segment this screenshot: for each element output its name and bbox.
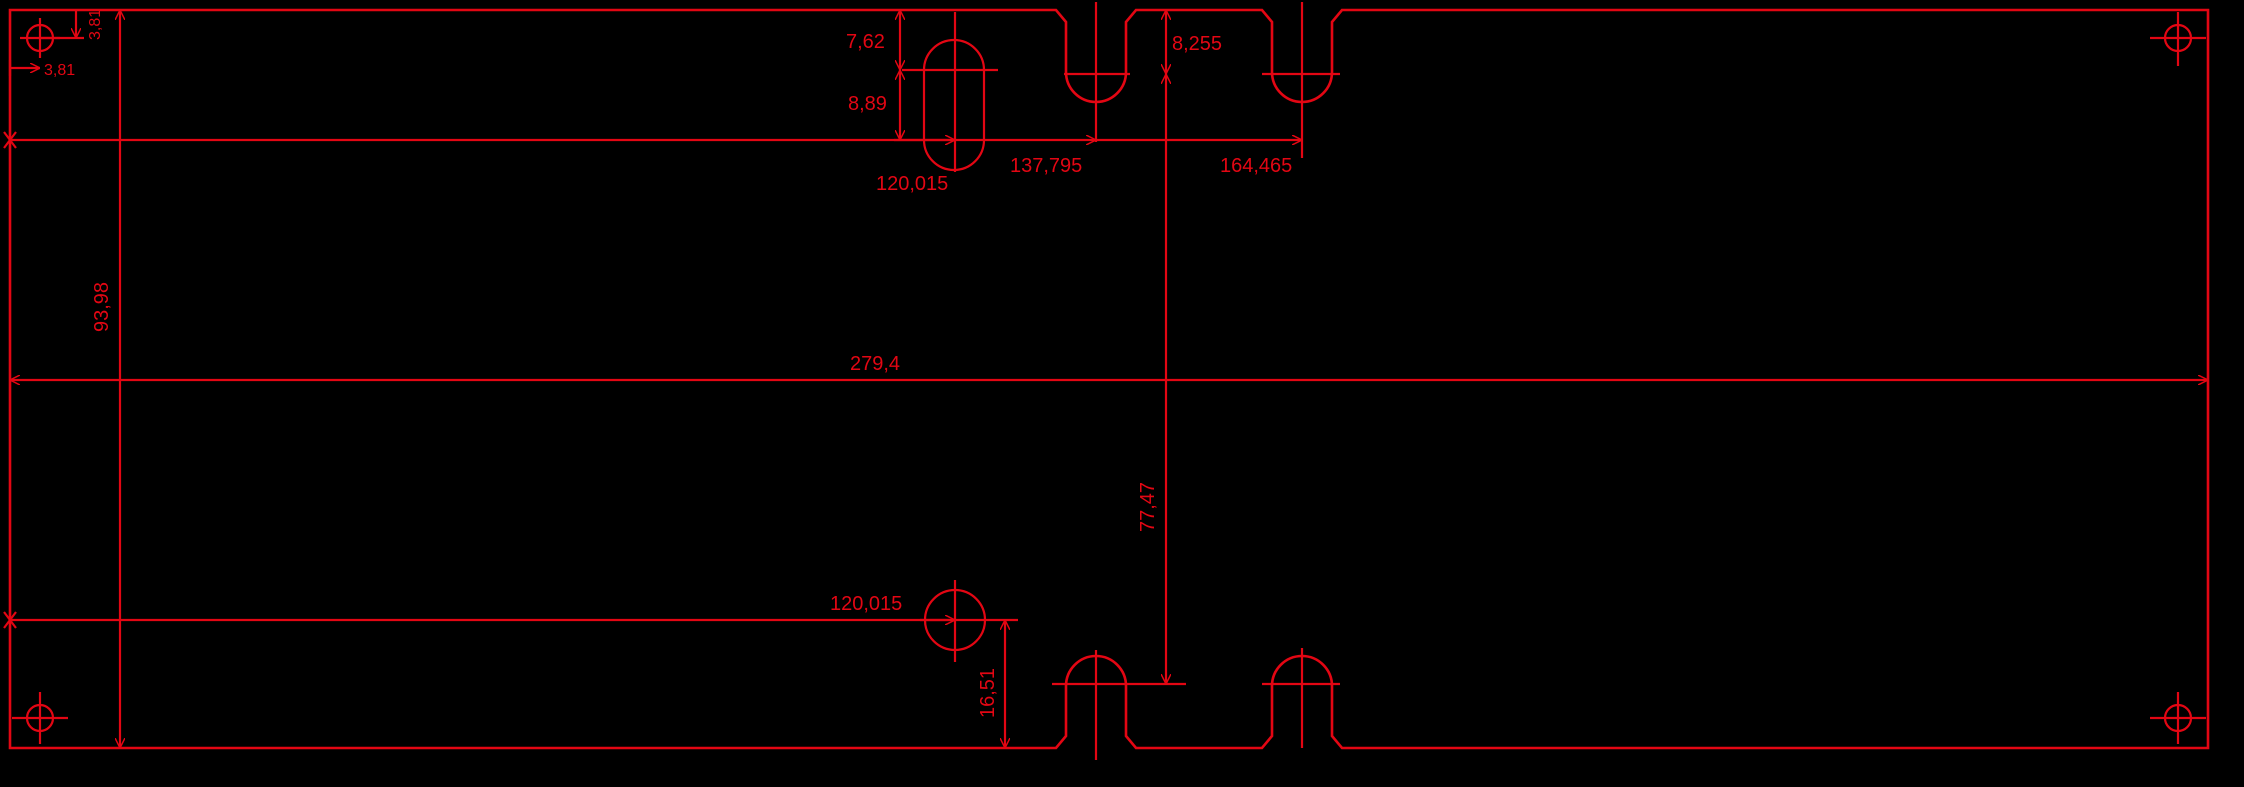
panel-outline — [8, 8, 2210, 750]
dimension-hole-height: 16,51 — [977, 620, 1005, 748]
dimension-notch-depth: 8,255 — [1166, 10, 1222, 74]
mounting-hole-top-right — [2150, 12, 2206, 66]
dimension-notch-span: 77,47 — [1137, 74, 1186, 686]
notch-centerlines — [1052, 2, 1340, 760]
dim-label-overall-height: 93,98 — [91, 282, 113, 332]
dim-label-hole-offset-x: 3,81 — [44, 62, 75, 79]
dim-label-notch-2-position: 164,465 — [1220, 155, 1292, 177]
dim-label-hole-height: 16,51 — [977, 668, 999, 718]
mounting-hole-bottom-right — [2150, 692, 2206, 744]
dimension-overall-width: 279,4 — [10, 353, 2208, 380]
mounting-hole-bottom-left — [12, 692, 68, 744]
dimension-slot-length: 8,89 — [848, 70, 960, 142]
dim-label-notch-span: 77,47 — [1137, 482, 1159, 532]
dim-label-notch-1-position: 137,795 — [1010, 155, 1082, 177]
dim-label-slot-top-offset: 7,62 — [846, 31, 885, 53]
dim-label-slot-position-top: 120,015 — [876, 173, 948, 195]
dimension-hole-offset-y: 3,81 — [40, 9, 104, 40]
dimension-notch-1-position: 137,795 — [960, 140, 1096, 177]
dimension-slot-top-offset: 7,62 — [846, 10, 900, 70]
dim-label-hole-offset-y: 3,81 — [87, 9, 104, 40]
dimension-notch-2-position: 164,465 — [1096, 140, 1302, 177]
dim-label-slot-length: 8,89 — [848, 93, 887, 115]
dimension-overall-height: 93,98 — [91, 10, 120, 748]
dim-label-notch-depth: 8,255 — [1172, 33, 1222, 55]
dimension-hole-offset-x: 3,81 — [8, 60, 75, 79]
dim-label-overall-width: 279,4 — [850, 353, 900, 375]
slot-top — [902, 12, 998, 172]
dim-label-hole-position-bottom: 120,015 — [830, 593, 902, 615]
dimension-slot-position-top: 120,015 — [3, 131, 955, 195]
dimension-hole-position-bottom: 120,015 — [3, 593, 955, 629]
